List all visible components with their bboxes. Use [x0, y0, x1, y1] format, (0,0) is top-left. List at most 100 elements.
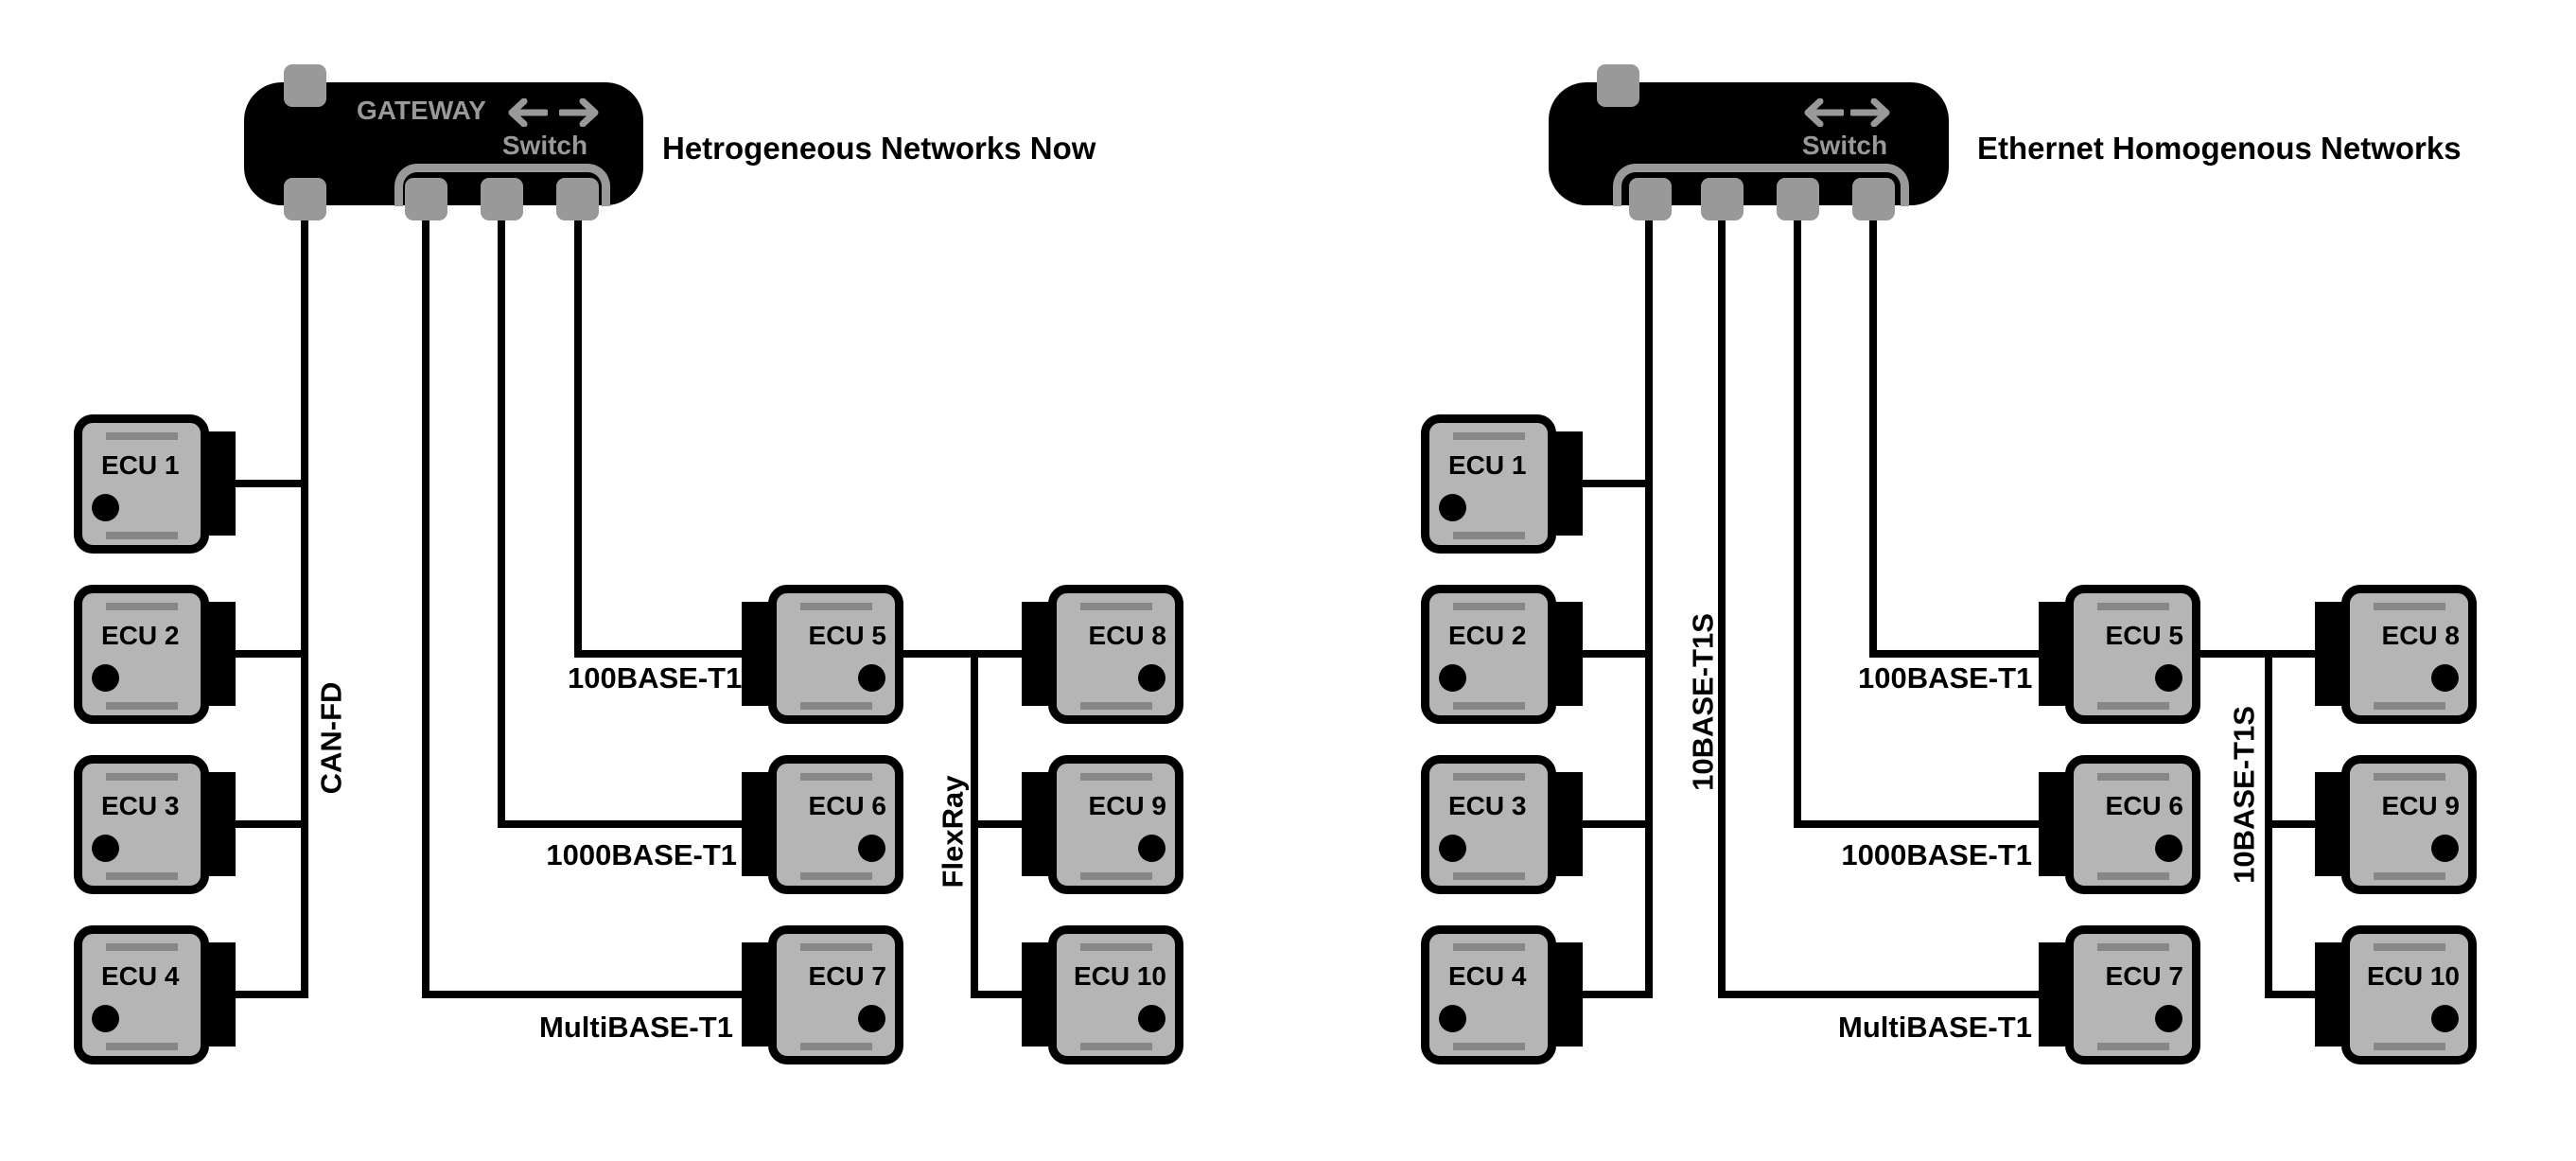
- ecu-vent-bar: [799, 872, 872, 880]
- ecu-node: ECU 4: [1421, 925, 1583, 1064]
- ecu-label: ECU 1: [1448, 450, 1527, 480]
- ecu-node: ECU 1: [1421, 414, 1583, 554]
- ecu-led-dot: [1439, 1005, 1466, 1032]
- 1000base-wire-horizontal: [498, 820, 745, 828]
- ecu-node: ECU 5: [2039, 585, 2200, 724]
- ethernet-port: [1629, 178, 1672, 220]
- ecu-vent-bar: [105, 532, 178, 539]
- ecu-led-dot: [92, 835, 119, 862]
- ecu-led-dot: [858, 1005, 885, 1032]
- ecu-vent-bar: [2373, 943, 2445, 951]
- multibase-wire-horizontal: [1718, 991, 2042, 998]
- ecu-label: ECU 4: [1448, 961, 1527, 991]
- 10base-t1s-bus-line: [1645, 214, 1653, 998]
- ecu-led-dot: [2431, 664, 2459, 692]
- ecu-vent-bar: [105, 432, 178, 440]
- ecu-label: ECU 10: [2366, 961, 2460, 991]
- 100base-wire-horizontal: [574, 650, 745, 658]
- ecu-led-dot: [92, 494, 119, 521]
- arrow-right-icon: [559, 98, 599, 127]
- ecu-vent-bar: [105, 943, 178, 951]
- ecu-vent-bar: [2096, 603, 2169, 610]
- can-fd-bus-line: [301, 214, 308, 998]
- ecu-label: ECU 6: [808, 791, 886, 820]
- ecu-led-dot: [1138, 664, 1165, 692]
- ecu-label: ECU 2: [1448, 621, 1527, 650]
- ecu-vent-bar: [1452, 943, 1525, 951]
- ecu-node: ECU 7: [742, 925, 903, 1064]
- ecu-led-dot: [1439, 835, 1466, 862]
- gateway-label: GATEWAY: [357, 96, 486, 125]
- ecu-node: ECU 9: [2315, 755, 2477, 894]
- bus-label-multibase-t1: MultiBASE-T1: [539, 1011, 733, 1044]
- ecu-label: ECU 8: [2381, 621, 2460, 650]
- ecu-node: ECU 10: [1022, 925, 1183, 1064]
- switch-port-group-outline: [394, 164, 610, 206]
- ecu-vent-bar: [1452, 1043, 1525, 1050]
- bus-label-1000base-t1: 1000BASE-T1: [1841, 838, 2032, 871]
- ecu-label: ECU 9: [1088, 791, 1166, 820]
- bus-stub-ecu4: [1579, 991, 1653, 998]
- arrow-right-icon: [1850, 98, 1890, 127]
- ecu-node: ECU 5: [742, 585, 903, 724]
- ecu-node: ECU 8: [2315, 585, 2477, 724]
- ecu-vent-bar: [105, 872, 178, 880]
- ethernet-port: [556, 178, 599, 220]
- bus-stub-ecu3: [1579, 820, 1653, 828]
- ethernet-port: [284, 64, 326, 107]
- ecu-vent-bar: [105, 702, 178, 710]
- switch-label: Switch: [1801, 131, 1888, 160]
- ecu-led-dot: [858, 664, 885, 692]
- can-stub-ecu3: [232, 820, 308, 828]
- ecu-led-dot: [1138, 835, 1165, 862]
- 100base-wire-vertical: [574, 214, 582, 658]
- ethernet-port: [405, 178, 447, 220]
- ecu-vent-bar: [105, 1043, 178, 1050]
- ecu-vent-bar: [799, 1043, 872, 1050]
- switch-label: Switch: [501, 131, 588, 160]
- ecu-vent-bar: [2373, 773, 2445, 781]
- can-stub-ecu4: [232, 991, 308, 998]
- ethernet-port: [1777, 178, 1819, 220]
- ecu-label: ECU 6: [2105, 791, 2183, 820]
- ecu-vent-bar: [2096, 1043, 2169, 1050]
- ecu-led-dot: [92, 1005, 119, 1032]
- ecu-label: ECU 5: [2105, 621, 2183, 650]
- arrow-left-icon: [1804, 98, 1844, 127]
- ecu-node: ECU 6: [742, 755, 903, 894]
- ecu-vent-bar: [2373, 1043, 2445, 1050]
- ecu-vent-bar: [1079, 872, 1152, 880]
- ecu-label: ECU 10: [1073, 961, 1166, 991]
- ecu-node: ECU 2: [1421, 585, 1583, 724]
- bus-label-multibase-t1: MultiBASE-T1: [1838, 1011, 2032, 1044]
- can-stub-ecu2: [232, 650, 308, 658]
- ecu-label: ECU 2: [101, 621, 180, 650]
- ecu-led-dot: [1439, 494, 1466, 521]
- ecu-vent-bar: [1452, 872, 1525, 880]
- ethernet-port: [1852, 178, 1895, 220]
- 1000base-wire-vertical: [498, 214, 505, 828]
- ecu-led-dot: [2431, 1005, 2459, 1032]
- ethernet-port: [1597, 64, 1639, 107]
- ecu-vent-bar: [799, 943, 872, 951]
- ecu-vent-bar: [1079, 773, 1152, 781]
- ecu-vent-bar: [105, 603, 178, 610]
- ethernet-port: [481, 178, 523, 220]
- multibase-wire-vertical: [422, 214, 429, 998]
- ecu-vent-bar: [2096, 872, 2169, 880]
- ecu-label: ECU 7: [2105, 961, 2183, 991]
- ecu-vent-bar: [1452, 432, 1525, 440]
- ecu-node: ECU 3: [1421, 755, 1583, 894]
- ecu-body: [1421, 414, 1556, 554]
- 100base-wire-horizontal: [1869, 650, 2042, 658]
- ecu-vent-bar: [105, 773, 178, 781]
- bus-stub-ecu1: [1579, 480, 1653, 487]
- ecu-node: ECU 8: [1022, 585, 1183, 724]
- 1000base-wire-vertical: [1794, 214, 1801, 828]
- bus2-stub-ecu10: [2265, 991, 2319, 998]
- ecu-led-dot: [2155, 835, 2182, 862]
- ecu-vent-bar: [1452, 773, 1525, 781]
- ecu-led-dot: [858, 835, 885, 862]
- bus-label-100base-t1: 100BASE-T1: [1858, 661, 2033, 695]
